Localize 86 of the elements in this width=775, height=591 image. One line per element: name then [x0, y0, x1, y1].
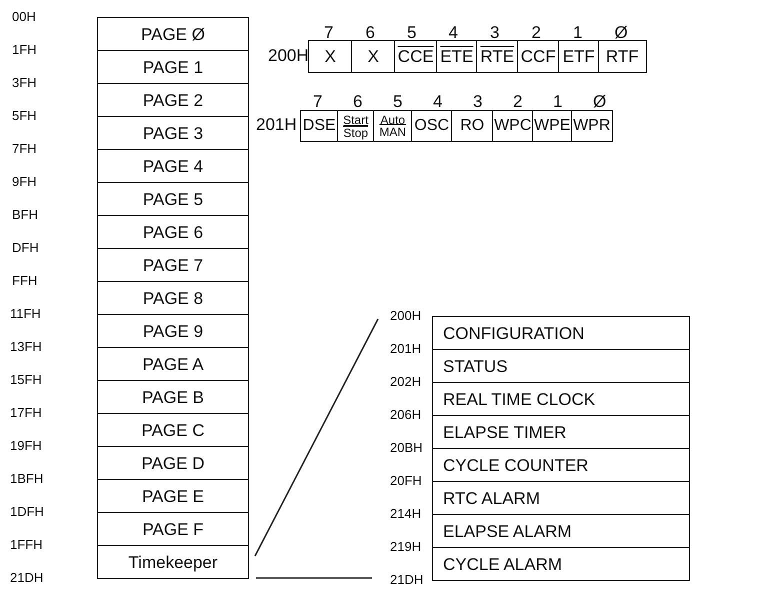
- memory-region-row: CYCLE COUNTER: [432, 448, 690, 482]
- memory-page-row: PAGE E: [97, 479, 249, 513]
- bit-number: 2: [513, 93, 522, 110]
- memory-page-row: PAGE D: [97, 446, 249, 480]
- memory-region-row: ELAPSE ALARM: [432, 514, 690, 548]
- memory-page-row: PAGE 9: [97, 314, 249, 348]
- memory-region-row: REAL TIME CLOCK: [432, 382, 690, 416]
- memory-region-row: RTC ALARM: [432, 481, 690, 515]
- register-bit-field: WPE: [532, 110, 572, 142]
- register-address: 201H: [256, 116, 297, 133]
- address-label: 9FH: [12, 175, 37, 188]
- register-bit-field: DSE: [300, 110, 338, 142]
- memory-page-row: PAGE 6: [97, 215, 249, 249]
- address-label: 15FH: [10, 373, 42, 386]
- memory-page-row: PAGE B: [97, 380, 249, 414]
- address-label: 7FH: [12, 142, 37, 155]
- register-bit-field: WPC: [492, 110, 534, 142]
- address-label: 200H: [390, 309, 422, 322]
- address-label: 219H: [390, 540, 422, 553]
- register-bit-field: OSC: [411, 110, 452, 142]
- memory-page-row: PAGE 1: [97, 50, 249, 84]
- bit-number: 1: [553, 93, 562, 110]
- address-label: 20BH: [390, 441, 423, 454]
- bit-number: 3: [490, 24, 500, 41]
- address-label: FFH: [12, 274, 38, 287]
- address-label: 17FH: [10, 406, 42, 419]
- bit-number: 5: [393, 93, 402, 110]
- address-label: 11FH: [10, 307, 41, 320]
- bit-number: 7: [324, 24, 334, 41]
- bit-number: 3: [473, 93, 482, 110]
- address-label: 20FH: [390, 474, 422, 487]
- register-bit-field: ETE: [436, 40, 478, 73]
- register-bit-field: ETF: [558, 40, 600, 73]
- address-label: 206H: [390, 408, 422, 421]
- address-label: BFH: [12, 208, 38, 221]
- memory-page-row: PAGE Ø: [97, 17, 249, 51]
- address-label: 5FH: [12, 109, 37, 122]
- bit-number: 2: [532, 24, 541, 41]
- bit-number: 5: [407, 24, 416, 41]
- register-bit-field: X: [308, 40, 352, 73]
- bit-number: 6: [353, 93, 362, 110]
- memory-region-row: CYCLE ALARM: [432, 547, 690, 581]
- bit-number: 1: [573, 24, 582, 41]
- address-label: 19FH: [10, 439, 42, 452]
- address-label: DFH: [12, 241, 39, 254]
- address-label: 214H: [390, 507, 422, 520]
- bit-number: 7: [313, 93, 322, 110]
- address-label: 1FH: [12, 43, 37, 56]
- address-label: 1FFH: [10, 538, 42, 551]
- memory-page-row: PAGE 7: [97, 248, 249, 282]
- memory-page-row: PAGE C: [97, 413, 249, 447]
- register-bit-field: X: [351, 40, 396, 73]
- memory-page-row: PAGE A: [97, 347, 249, 381]
- register-bit-field: CCE: [394, 40, 438, 73]
- memory-page-row: PAGE 8: [97, 281, 249, 315]
- register-bit-field: CCF: [517, 40, 560, 73]
- address-label: 13FH: [10, 340, 42, 353]
- register-bit-field: Auto MAN: [373, 110, 412, 142]
- address-label: 1BFH: [10, 472, 44, 485]
- register-bit-field: WPR: [571, 110, 612, 142]
- memory-region-row: CONFIGURATION: [432, 316, 690, 350]
- bit-number: 4: [433, 93, 442, 110]
- memory-region-row: Timekeeper: [97, 545, 249, 579]
- address-label: 201H: [390, 342, 422, 355]
- address-label: 1DFH: [10, 505, 44, 518]
- bit-number: Ø: [593, 93, 606, 110]
- memory-page-row: PAGE F: [97, 512, 249, 546]
- register-bit-field: RTF: [598, 40, 646, 73]
- address-label: 00H: [12, 10, 36, 23]
- address-label: 21DH: [10, 571, 44, 584]
- register-address: 200H: [268, 47, 309, 64]
- memory-page-row: PAGE 2: [97, 83, 249, 117]
- memory-page-row: PAGE 4: [97, 149, 249, 183]
- register-bit-field: RTE: [476, 40, 518, 73]
- bit-number: 4: [448, 24, 458, 41]
- memory-page-row: PAGE 5: [97, 182, 249, 216]
- memory-region-row: STATUS: [432, 349, 690, 383]
- memory-page-row: PAGE 3: [97, 116, 249, 150]
- register-bit-field: RO: [451, 110, 494, 142]
- bit-number: Ø: [614, 24, 628, 41]
- bit-number: 6: [366, 24, 375, 41]
- address-label: 3FH: [12, 76, 37, 89]
- register-bit-field: Start Stop: [337, 110, 374, 142]
- address-label: 202H: [390, 375, 422, 388]
- address-label: 21DH: [390, 573, 424, 586]
- memory-region-row: ELAPSE TIMER: [432, 415, 690, 449]
